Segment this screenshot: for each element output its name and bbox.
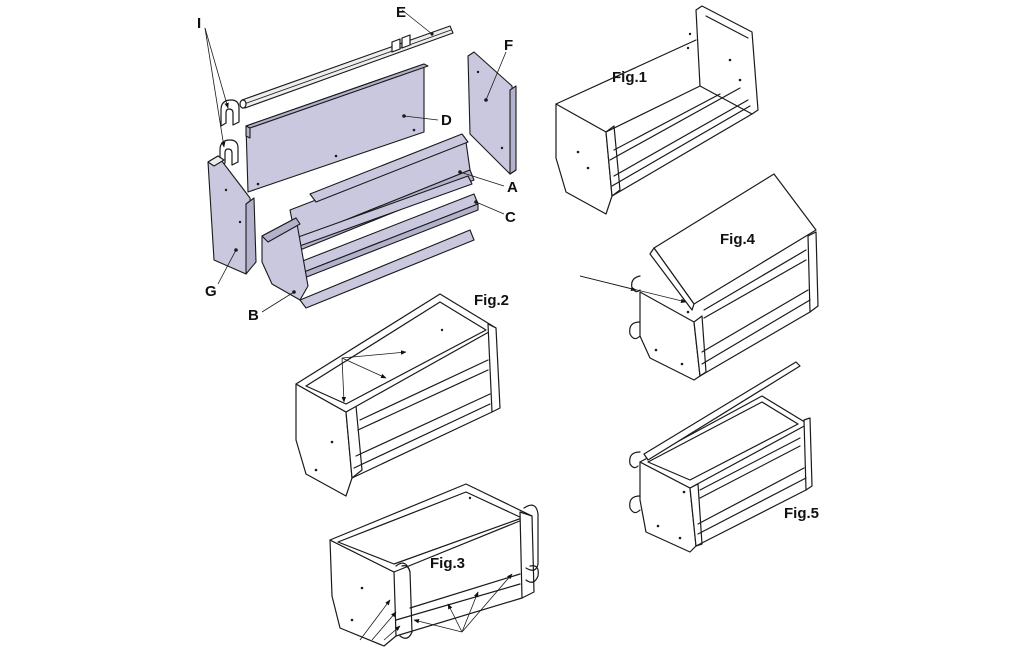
label-c: C — [505, 209, 516, 226]
figure-5-box-open-lid: Fig.5 — [629, 361, 819, 553]
part-d-back-plate — [245, 63, 439, 193]
figure-4-box-roof-lid: Fig.4 — [579, 173, 819, 381]
fig1-label: Fig.1 — [612, 69, 647, 86]
part-e-rod — [239, 9, 454, 109]
part-f-side-panel — [467, 51, 517, 175]
part-i-clips — [204, 27, 240, 167]
label-a: A — [507, 179, 518, 196]
figure-2-box: Fig.2 — [295, 292, 509, 497]
fig2-label: Fig.2 — [474, 292, 509, 309]
fig3-label: Fig.3 — [430, 555, 465, 572]
part-b-base — [261, 217, 475, 313]
label-b: B — [248, 307, 259, 324]
label-g: G — [205, 283, 217, 300]
label-i: I — [197, 15, 201, 32]
label-d: D — [441, 112, 452, 129]
label-f: F — [504, 37, 513, 54]
label-e: E — [396, 4, 406, 21]
exploded-view: E F I D A C G B — [197, 4, 518, 324]
part-c-rail — [289, 175, 505, 279]
part-g-side-panel — [207, 155, 257, 285]
fig4-label: Fig.4 — [720, 231, 756, 248]
figure-1-open-frame: Fig.1 — [555, 5, 759, 215]
fig5-label: Fig.5 — [784, 505, 819, 522]
figure-3-box-with-hangers: Fig.3 — [329, 483, 539, 647]
